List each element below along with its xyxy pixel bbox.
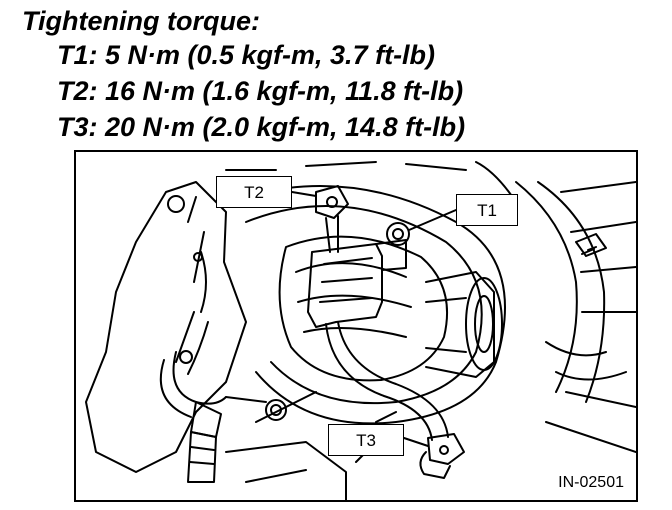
engine-line-drawing [85,161,636,500]
callout-t1: T1 [456,194,518,226]
callout-t3: T3 [328,424,404,456]
engine-illustration: T2 T1 T3 IN-02501 [74,150,638,502]
callout-t2: T2 [216,176,292,208]
spec-t3: T3: 20 N·m (2.0 kgf-m, 14.8 ft-lb) [57,112,466,142]
figure-id: IN-02501 [556,474,626,492]
spec-title: Tightening torque: [22,6,260,36]
spec-t1: T1: 5 N·m (0.5 kgf-m, 3.7 ft-lb) [57,40,436,70]
spec-t2: T2: 16 N·m (1.6 kgf-m, 11.8 ft-lb) [57,76,464,106]
